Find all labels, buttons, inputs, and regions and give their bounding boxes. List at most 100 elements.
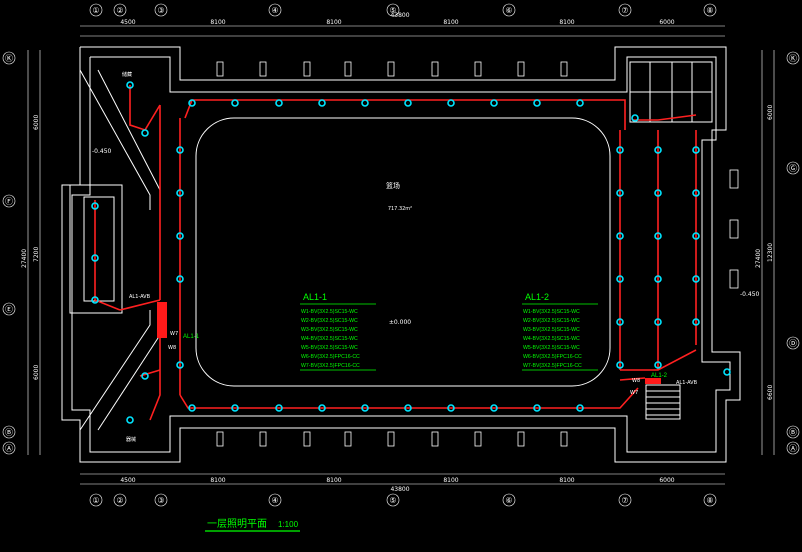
row-axis-A: Ⓐ: [5, 444, 13, 453]
floor-level: ±0.000: [389, 319, 411, 326]
right-row-axis-K: Ⓚ: [789, 54, 797, 63]
legend-left-line-2: W2-BV(3X2.5)SC15-WC: [301, 318, 358, 324]
axis-label-4-bottom: ④: [271, 496, 278, 505]
axis-label-1-bottom: ①: [92, 496, 99, 505]
row-axis-B: Ⓑ: [5, 428, 13, 437]
legend-left-line-5: W5-BV(3X2.5)SC15-WC: [301, 345, 358, 351]
outer-level-left: -0.450: [92, 148, 112, 155]
row-axis-K: Ⓚ: [5, 54, 13, 63]
dim-bottom-3: 8100: [326, 477, 341, 484]
axis-label-3-bottom: ③: [157, 496, 164, 505]
box-tag-right: AL1-AVB: [676, 380, 698, 386]
legend-right-line-4: W4-BV(3X2.5)SC15-WC: [523, 336, 580, 342]
legend-right-line-3: W3-BV(3X2.5)SC15-WC: [523, 327, 580, 333]
circuit-legend-right: AL1-2 W1-BV(3X2.5)SC15-WC W2-BV(3X2.5)SC…: [522, 292, 598, 371]
legend-right-line-6: W6-BV(3X2.5)FPC16-CC: [523, 354, 582, 360]
dim-top-4: 8100: [443, 19, 458, 26]
dim-top-1: 4500: [120, 19, 135, 26]
distribution-panel-al1-2: [645, 378, 661, 384]
dim-right-1: 6000: [767, 105, 774, 120]
dim-top-6: 6000: [659, 19, 674, 26]
axis-label-8-bottom: ⑧: [706, 496, 713, 505]
top-axis-labels: ① ② ③ ④ ⑤ ⑥ ⑦ ⑧: [92, 6, 713, 15]
dim-left-1: 6000: [33, 115, 40, 130]
dim-bottom-1: 4500: [120, 477, 135, 484]
panel-tag-al1-2: AL1-2: [651, 373, 668, 379]
axis-label-4: ④: [271, 6, 278, 15]
axis-label-6: ⑥: [505, 6, 512, 15]
dim-left-2: 7200: [33, 247, 40, 262]
dim-left-total: 27400: [21, 249, 28, 268]
legend-right-title: AL1-2: [525, 292, 549, 302]
drawing-title: 一层照明平面: [207, 518, 267, 530]
row-axis-F: Ⓕ: [5, 197, 13, 206]
building-walls: [61, 46, 741, 463]
dim-right-2: 12300: [767, 243, 774, 262]
axis-label-7: ⑦: [621, 6, 628, 15]
box-tag-left: AL1-AVB: [129, 294, 151, 300]
right-row-axis-G: Ⓖ: [789, 164, 797, 173]
room-annotations: 篮场 717.32m² ±0.000 -0.450 -0.450 储藏 器械 A…: [92, 71, 760, 443]
lighting-wiring: [94, 85, 697, 421]
circuit-tag-w7-left: W7: [170, 331, 178, 337]
dim-bottom-5: 8100: [559, 477, 574, 484]
right-row-axis-A: Ⓐ: [789, 444, 797, 453]
row-axis-E: Ⓔ: [5, 305, 13, 314]
axis-label-8: ⑧: [706, 6, 713, 15]
circuit-tag-w7-right: W7: [630, 390, 638, 396]
court-boundary: [195, 117, 611, 387]
axis-label-7-bottom: ⑦: [621, 496, 628, 505]
distribution-panel-al1-1: [157, 302, 167, 338]
dim-bottom-6: 6000: [659, 477, 674, 484]
room-tag-equipment: 器械: [126, 436, 136, 443]
light-fixtures: [91, 81, 731, 424]
legend-left-line-7: W7-BV(3X2.5)FPC16-CC: [301, 363, 360, 369]
room-tag-storage: 储藏: [122, 71, 132, 78]
right-row-axis-B: Ⓑ: [789, 428, 797, 437]
total-width-bottom: 43800: [390, 486, 409, 493]
circuit-tag-w8-right: W8: [632, 378, 640, 384]
bottom-axis-labels: ① ② ③ ④ ⑤ ⑥ ⑦ ⑧: [92, 496, 713, 505]
windows: [216, 61, 739, 447]
right-axis-column: [761, 50, 800, 455]
bottom-axis-row: [80, 473, 725, 507]
dim-right-3: 6600: [767, 385, 774, 400]
right-axis-labels: Ⓚ Ⓖ Ⓓ Ⓑ Ⓐ: [789, 54, 797, 453]
axis-label-2-bottom: ②: [116, 496, 123, 505]
legend-right-line-5: W5-BV(3X2.5)SC15-WC: [523, 345, 580, 351]
left-axis-column: [2, 50, 41, 455]
right-dimensions: 6000 12300 6600 27400: [755, 105, 774, 400]
total-width-top: 43800: [390, 12, 409, 19]
legend-left-line-4: W4-BV(3X2.5)SC15-WC: [301, 336, 358, 342]
axis-label-5: ⑤: [389, 6, 396, 15]
room-area: 717.32m²: [388, 206, 412, 212]
left-dimensions: 6000 7200 6000 27400: [21, 115, 40, 380]
axis-label-1: ①: [92, 6, 99, 15]
circuit-tag-w8-left: W8: [168, 345, 176, 351]
outer-level-right: -0.450: [740, 291, 760, 298]
dim-bottom-2: 8100: [210, 477, 225, 484]
legend-left-line-3: W3-BV(3X2.5)SC15-WC: [301, 327, 358, 333]
left-axis-labels: Ⓚ Ⓕ Ⓔ Ⓑ Ⓐ: [5, 54, 13, 453]
dim-top-3: 8100: [326, 19, 341, 26]
circuit-legend-left: AL1-1 W1-BV(3X2.5)SC15-WC W2-BV(3X2.5)SC…: [300, 292, 376, 371]
drawing-scale: 1:100: [278, 520, 299, 529]
dim-top-5: 8100: [559, 19, 574, 26]
bottom-dimensions: 4500 8100 8100 8100 8100 6000 43800: [120, 477, 674, 493]
dim-top-2: 8100: [210, 19, 225, 26]
axis-label-3: ③: [157, 6, 164, 15]
legend-left-title: AL1-1: [303, 292, 327, 302]
top-dimensions: 43800 4500 8100 8100 8100 8100 6000: [120, 12, 674, 26]
panel-tag-al1-1: AL1-1: [183, 334, 200, 340]
dim-right-total: 27400: [755, 249, 762, 268]
legend-left-line-6: W6-BV(3X2.5)FPC16-CC: [301, 354, 360, 360]
axis-label-5-bottom: ⑤: [389, 496, 396, 505]
legend-left-line-1: W1-BV(3X2.5)SC15-WC: [301, 309, 358, 315]
right-row-axis-D: Ⓓ: [789, 339, 797, 348]
room-name: 篮场: [386, 181, 400, 190]
legend-right-line-1: W1-BV(3X2.5)SC15-WC: [523, 309, 580, 315]
legend-right-line-7: W7-BV(3X2.5)FPC16-CC: [523, 363, 582, 369]
dim-bottom-4: 8100: [443, 477, 458, 484]
legend-right-line-2: W2-BV(3X2.5)SC15-WC: [523, 318, 580, 324]
